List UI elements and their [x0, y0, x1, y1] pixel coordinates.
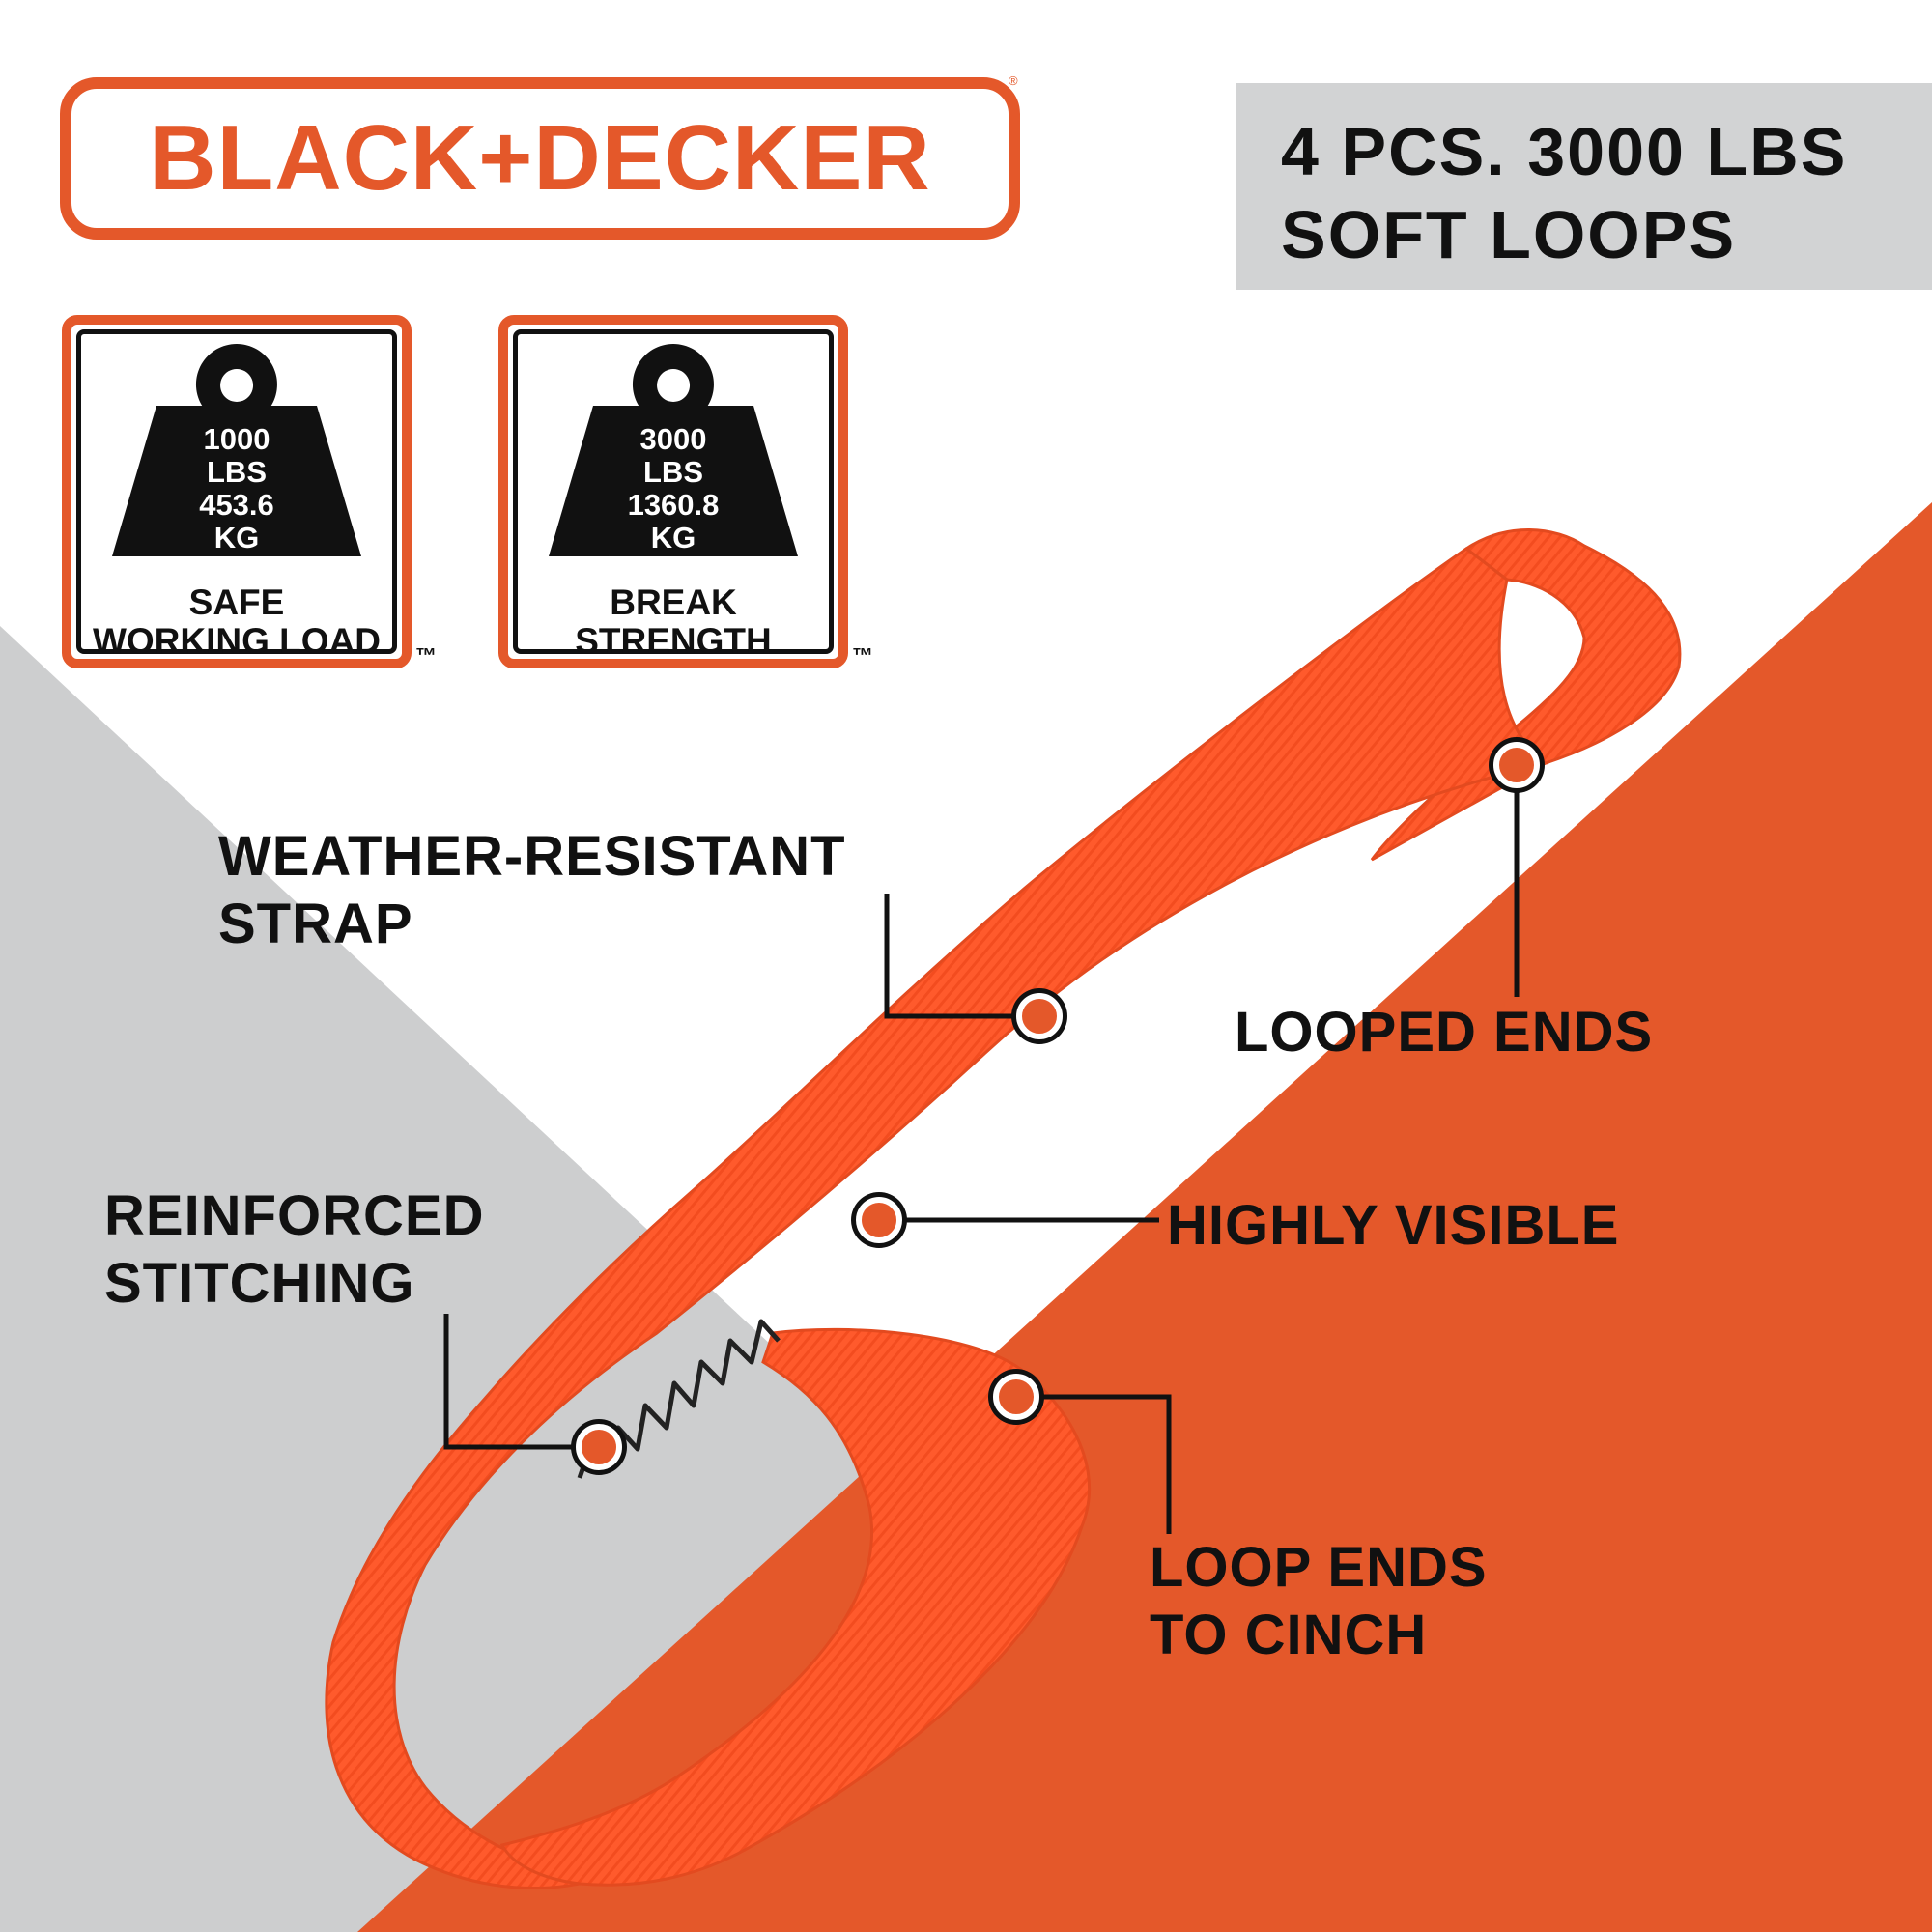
weight-value-lbs: 3000	[639, 422, 707, 456]
badge-label-line-1: BREAK	[610, 582, 737, 622]
callout-looped-line-1: LOOPED ENDS	[1235, 1001, 1654, 1064]
registered-mark: ®	[1009, 73, 1018, 88]
headline-line-1: 4 PCS. 3000 LBS	[1281, 114, 1848, 189]
weight-unit-kg: KG	[213, 521, 260, 554]
badge-inner-border	[76, 329, 397, 654]
badge-safe-working-load: 1000 LBS 453.6 KG SAFE WORKING LOAD	[62, 315, 412, 668]
weight-value-kg: 453.6	[199, 488, 274, 522]
callout-stitching-line-2: STITCHING	[104, 1252, 415, 1315]
weight-values: 1000 LBS 453.6 KG	[71, 423, 402, 554]
trademark-mark: ™	[852, 643, 873, 668]
callout-weather-line-1: WEATHER-RESISTANT	[218, 825, 846, 888]
badge-label-line-1: SAFE	[188, 582, 285, 622]
marker-dot-visible	[856, 1197, 902, 1243]
badge-label: BREAK STRENGTH	[508, 583, 838, 661]
leader-stitching	[443, 1314, 599, 1450]
badge-inner-border	[513, 329, 834, 654]
weight-unit-lbs: LBS	[207, 455, 267, 489]
weight-value-lbs: 1000	[203, 422, 270, 456]
badge-label-line-2: STRENGTH	[575, 621, 772, 661]
marker-dot-weather	[1016, 993, 1063, 1039]
leader-weather	[884, 894, 1039, 1019]
marker-dot-stitching	[576, 1424, 622, 1470]
badge-label: SAFE WORKING LOAD	[71, 583, 402, 661]
callout-stitching-line-1: REINFORCED	[104, 1184, 485, 1247]
badge-break-strength: 3000 LBS 1360.8 KG BREAK STRENGTH	[498, 315, 848, 668]
trademark-mark: ™	[415, 643, 437, 668]
callout-highly-visible: HIGHLY VISIBLE	[1167, 1192, 1619, 1260]
strap-bottom-loop	[499, 1327, 1091, 1887]
weight-values: 3000 LBS 1360.8 KG	[508, 423, 838, 554]
weight-unit-kg: KG	[650, 521, 696, 554]
callout-weather-line-2: STRAP	[218, 893, 413, 955]
headline-box: 4 PCS. 3000 LBS SOFT LOOPS	[1236, 83, 1932, 290]
brand-logo-text: BLACK+DECKER	[149, 106, 931, 210]
callout-cinch-line-2: TO CINCH	[1150, 1604, 1428, 1666]
callout-looped-ends: LOOPED ENDS	[1235, 999, 1653, 1066]
marker-dot-looped	[1493, 742, 1540, 788]
weight-icon	[112, 344, 361, 556]
headline-line-2: SOFT LOOPS	[1281, 197, 1737, 272]
badge-label-line-2: WORKING LOAD	[92, 621, 382, 661]
background-orange-triangle	[357, 502, 1932, 1932]
callout-reinforced-stitching: REINFORCED STITCHING	[104, 1182, 484, 1318]
weight-value-kg: 1360.8	[627, 488, 720, 522]
callout-cinch-line-1: LOOP ENDS	[1150, 1536, 1488, 1599]
weight-unit-lbs: LBS	[643, 455, 703, 489]
callout-loop-ends-to-cinch: LOOP ENDS TO CINCH	[1150, 1534, 1488, 1669]
leader-cinch	[1016, 1394, 1172, 1534]
weight-icon	[549, 344, 798, 556]
marker-dot-cinch	[993, 1374, 1039, 1420]
callout-weather-resistant: WEATHER-RESISTANT STRAP	[218, 823, 846, 958]
brand-logo: BLACK+DECKER	[60, 77, 1020, 240]
callout-visible-line-1: HIGHLY VISIBLE	[1167, 1194, 1620, 1257]
